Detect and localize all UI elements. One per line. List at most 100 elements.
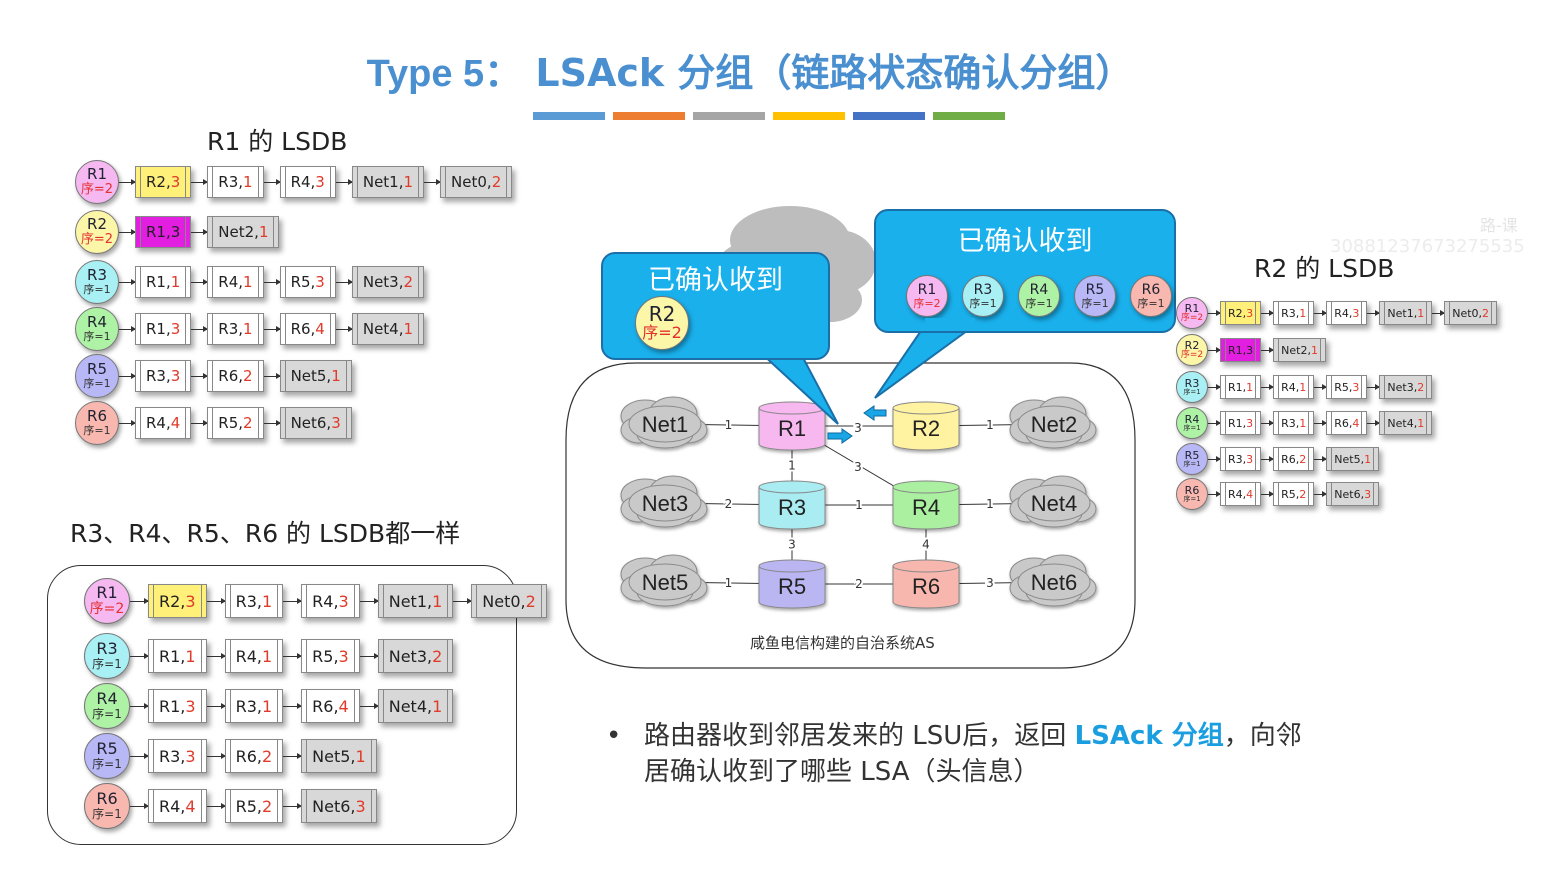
- lsdb_r2-entry: R2, 3: [1220, 301, 1262, 325]
- page-title: Type 5： LSAck 分组（链路状态确认分组）: [0, 42, 1500, 97]
- network-label: Net2: [1031, 412, 1077, 437]
- lsdb_r2-entry: Net2, 1: [1273, 338, 1326, 362]
- link-arrow: [130, 802, 149, 809]
- link-arrow: [263, 178, 281, 185]
- as-caption: 咸鱼电信构建的自治系统AS: [750, 634, 935, 652]
- link-arrow: [119, 278, 136, 285]
- link-arrow: [130, 752, 149, 759]
- lsdb_r2-entry: R4, 4: [1220, 482, 1262, 506]
- lsdb_r2-entry: R3, 3: [1220, 447, 1262, 471]
- lsdb_others-entry: R3, 3: [148, 739, 207, 773]
- link-cost-label: 3: [986, 576, 994, 590]
- r2-lsdb-label: R2 的 LSDB: [1254, 254, 1395, 283]
- lsdb_r1-entry: R1, 3: [135, 313, 192, 345]
- lsdb_r2-entry: Net3, 2: [1379, 375, 1433, 399]
- router-label: R2: [912, 416, 940, 441]
- link-cost-label: 3: [854, 460, 862, 474]
- bubble-tail-join-right: [925, 318, 975, 330]
- color-bar-6: [933, 112, 1005, 120]
- lsdb_r1-entry: R3, 1: [207, 166, 264, 198]
- link-arrow: [1367, 309, 1381, 316]
- color-bars: [533, 112, 1005, 120]
- lsdb_others-entry: Net4, 1: [377, 689, 454, 723]
- link-arrow: [119, 178, 136, 185]
- router-r5: R5: [758, 559, 826, 609]
- lsdb_r1-entry: Net2, 1: [207, 216, 280, 248]
- link-arrow: [1314, 419, 1328, 426]
- link-arrow: [191, 372, 209, 379]
- lsdb_r2-entry: Net1, 1: [1379, 301, 1433, 325]
- lsdb_r2-entry: R3, 1: [1273, 411, 1315, 435]
- color-bar-2: [613, 112, 685, 120]
- link-arrow: [335, 178, 353, 185]
- link-arrow: [1432, 309, 1446, 316]
- color-bar-3: [693, 112, 765, 120]
- router-label: R1: [778, 416, 806, 441]
- link-arrow: [424, 178, 442, 185]
- link-arrow: [1208, 490, 1221, 497]
- network-label: Net6: [1031, 570, 1077, 595]
- lsack-exchange-arrows: [827, 405, 887, 444]
- lsdb_r2-entry: R6, 4: [1326, 411, 1368, 435]
- link-arrow: [263, 419, 281, 426]
- lsdb_r1-entry: R1, 3: [135, 216, 192, 248]
- link-cost-label: 3: [854, 421, 862, 435]
- link-arrow: [206, 702, 226, 709]
- lsdb_others-entry: R6, 4: [301, 689, 360, 723]
- link-cost-label: 4: [922, 538, 930, 552]
- link-cost-label: 1: [725, 576, 733, 590]
- link-arrow: [263, 325, 281, 332]
- link-arrow: [283, 752, 303, 759]
- lsdb_others-entry: R3, 1: [224, 584, 284, 618]
- lsdb_others-entry: R1, 3: [148, 689, 207, 723]
- link-arrow: [453, 597, 473, 604]
- lsdb_r2-entry: R1, 3: [1220, 411, 1262, 435]
- network-label: Net3: [642, 491, 688, 516]
- link-cost-label: 1: [986, 497, 994, 511]
- network-net3: Net3: [620, 475, 708, 528]
- link-arrow: [191, 419, 209, 426]
- link-arrow: [206, 802, 226, 809]
- link-arrow: [191, 278, 209, 285]
- watermark-line2: 30881237673275535: [1330, 236, 1525, 257]
- router-r2: R2: [892, 401, 960, 451]
- router-label: R5: [778, 574, 806, 599]
- link-arrow: [1367, 383, 1381, 390]
- lsdb_others-entry: R1, 1: [148, 639, 207, 673]
- r1-lsdb-label: R1 的 LSDB: [207, 127, 348, 156]
- color-bar-5: [853, 112, 925, 120]
- link-arrow: [283, 597, 303, 604]
- lsdb_others-entry: R5, 2: [224, 789, 284, 823]
- link-arrow: [1314, 309, 1328, 316]
- link-arrow: [1314, 490, 1328, 497]
- link-arrow: [359, 652, 379, 659]
- lsdb_r2-entry: Net4, 1: [1379, 411, 1433, 435]
- link-cost-label: 1: [788, 459, 796, 473]
- link-arrow: [1208, 309, 1221, 316]
- lsdb_r2-entry: R4, 1: [1273, 375, 1315, 399]
- link-arrow: [206, 752, 226, 759]
- link-arrow: [283, 702, 303, 709]
- as-boundary: [565, 362, 1136, 669]
- network-net6: Net6: [1009, 554, 1097, 607]
- link-arrow: [335, 278, 353, 285]
- link-cost-label: 1: [725, 418, 733, 432]
- lsdb_r1-entry: Net4, 1: [351, 313, 425, 345]
